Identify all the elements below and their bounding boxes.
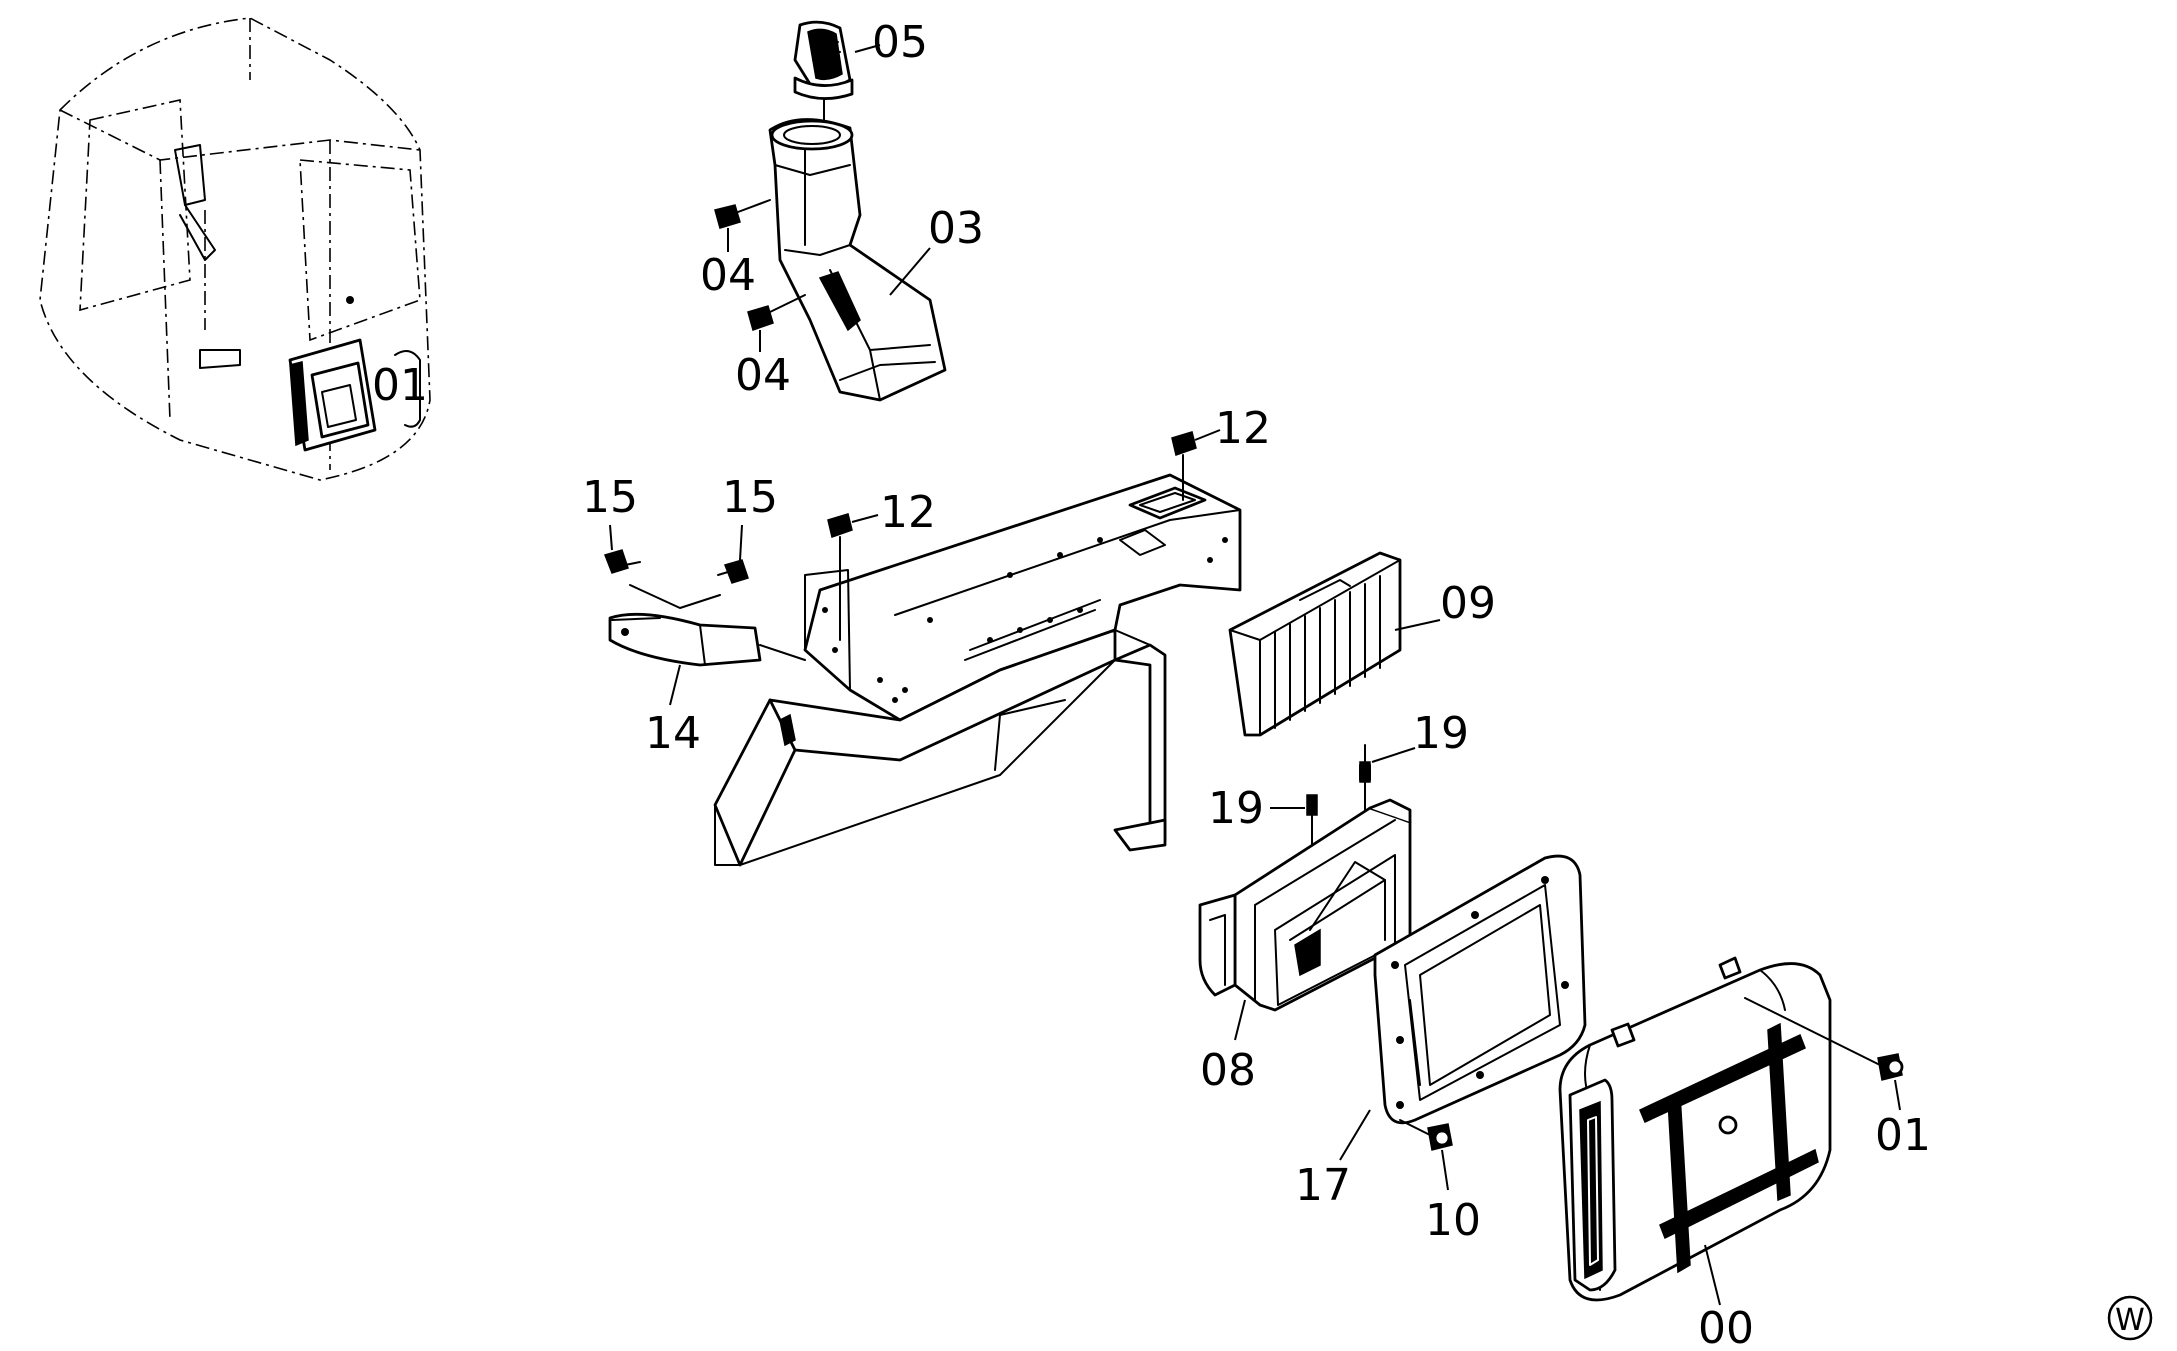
corner-w-text: W [2115, 1303, 2145, 1338]
label-15-right: 15 [722, 472, 778, 523]
part-08-housing [1198, 798, 1412, 1041]
part-00-cover [1558, 956, 1832, 1306]
label-04-upper: 04 [700, 250, 756, 301]
label-19-right: 19 [1413, 708, 1469, 759]
part-03-duct [768, 118, 947, 402]
part-01-screw [1744, 997, 1904, 1111]
label-17: 17 [1295, 1160, 1351, 1211]
part-09-filter [1228, 551, 1441, 737]
part-17-plate [1339, 854, 1587, 1161]
part-15-nut-left [604, 524, 641, 574]
label-10: 10 [1425, 1195, 1481, 1246]
part-04-screw-lower [747, 294, 806, 352]
label-09: 09 [1440, 578, 1496, 629]
label-15-left: 15 [582, 472, 638, 523]
cab-overview: 01 [39, 17, 431, 481]
label-04-lower: 04 [735, 350, 791, 401]
label-00: 00 [1698, 1303, 1754, 1351]
label-01: 01 [1875, 1110, 1931, 1161]
label-12-upper: 12 [1215, 403, 1271, 454]
cab-index-label: 01 [372, 360, 428, 411]
label-12-left: 12 [880, 487, 936, 538]
label-03: 03 [928, 203, 984, 254]
label-14: 14 [645, 708, 701, 759]
part-10-screw [1399, 1119, 1453, 1191]
main-bracket-frame [713, 473, 1242, 867]
part-12-bolt-left [827, 513, 879, 641]
part-15-nut-right [717, 524, 749, 584]
part-05-cap [793, 20, 881, 126]
label-05: 05 [872, 17, 928, 68]
label-08: 08 [1200, 1045, 1256, 1096]
part-04-screw-upper [714, 199, 771, 252]
corner-w-mark: W [2107, 1295, 2153, 1341]
part-14-bracket [608, 584, 806, 706]
label-19-left: 19 [1208, 783, 1264, 834]
part-12-bolt-upper [1171, 429, 1221, 501]
